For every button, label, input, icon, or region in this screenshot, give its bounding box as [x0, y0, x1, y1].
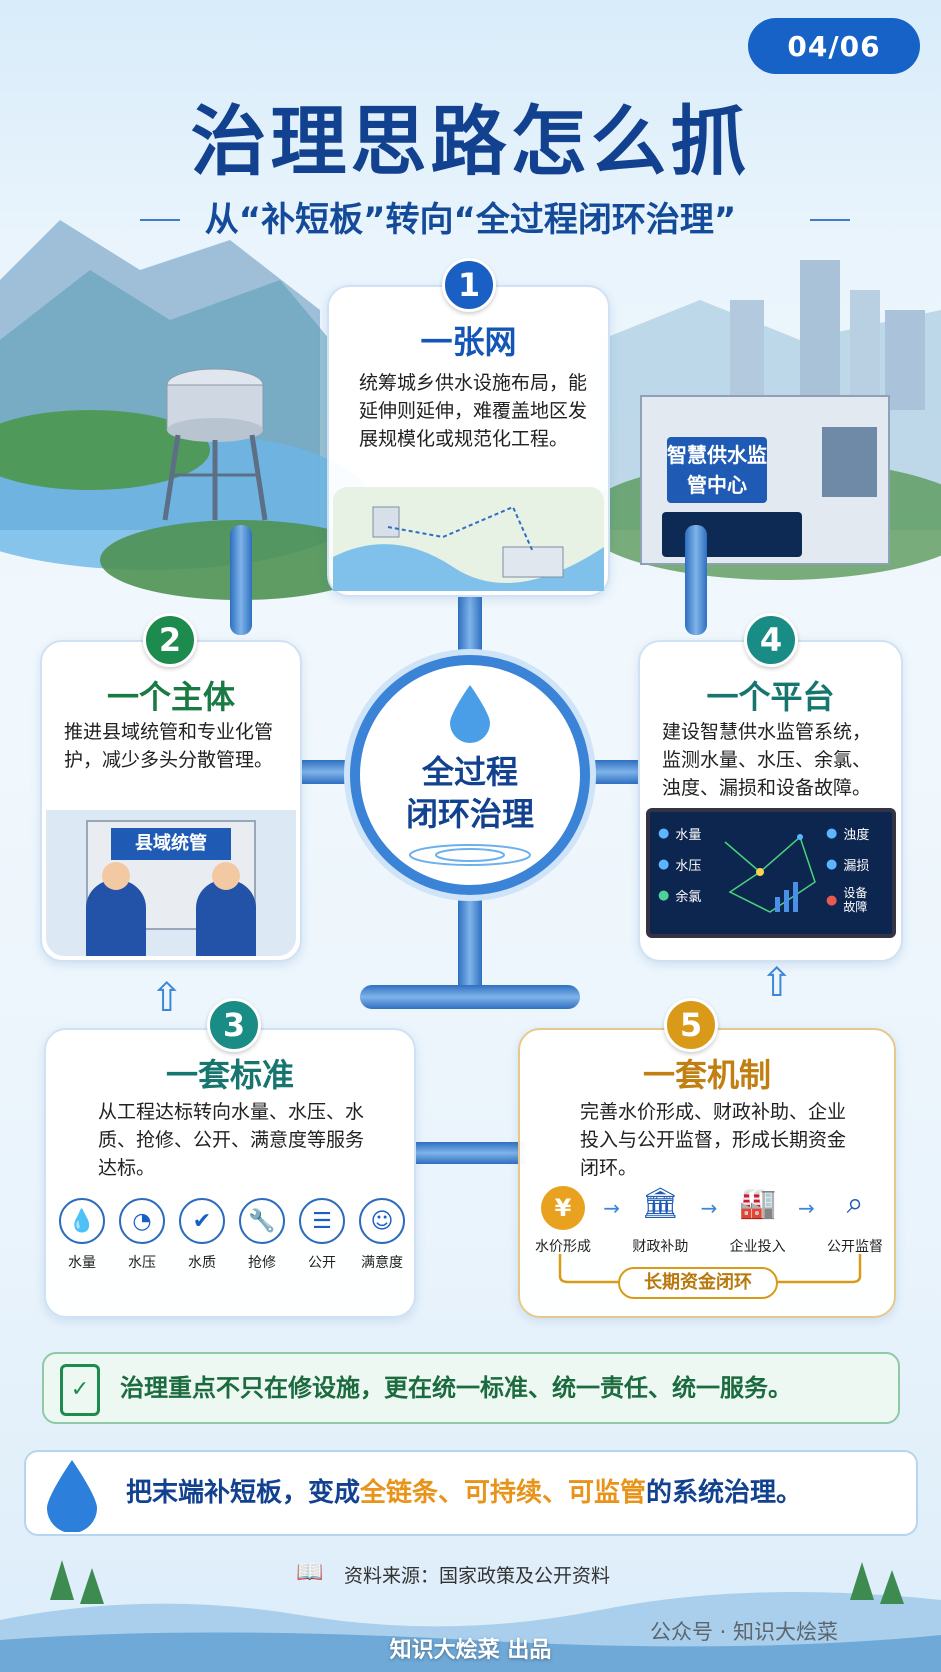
watermark: 公众号 · 知识大烩菜 — [650, 1620, 839, 1644]
arrow-up-icon: ⇧ — [760, 960, 794, 1006]
step-number-badge: 1 — [442, 258, 496, 312]
card-one-mechanism: 一套机制 完善水价形成、财政补助、企业投入与公开监督，形成长期资金闭环。 ¥水价… — [518, 1028, 896, 1318]
magnifier-icon: ⌕ — [846, 1186, 864, 1221]
standard-icons-row: 💧水量 ◔水压 ✔水质 🔧抢修 ☰公开 ☺满意度 — [52, 1198, 408, 1272]
card-description: 统筹城乡供水设施布局，能延伸则延伸，难覆盖地区发展规模化或规范化工程。 — [359, 372, 588, 450]
clipboard-check-icon: ✓ — [60, 1364, 100, 1416]
ripple-icon — [409, 844, 531, 866]
card-title: 一张网 — [420, 323, 517, 361]
arrow-up-icon: ⇧ — [150, 975, 184, 1021]
card-description: 完善水价形成、财政补助、企业投入与公开监督，形成长期资金闭环。 — [580, 1101, 847, 1179]
fund-loop-label: 长期资金闭环 — [618, 1267, 778, 1299]
center-loop-circle: 全过程 闭环治理 — [350, 655, 590, 895]
worker-figure — [196, 880, 256, 956]
page-subtitle: 从“补短板”转向“全过程闭环治理” — [204, 200, 737, 240]
arrow-right-icon: → — [797, 1196, 815, 1220]
card-one-network: 一张网 统筹城乡供水设施布局，能延伸则延伸，难覆盖地区发展规模化或规范化工程。 — [327, 285, 610, 597]
card-description: 建设智慧供水监管系统，监测水量、水压、余氯、浊度、漏损和设备故障。 — [662, 721, 872, 799]
key-point-text: 治理重点不只在修设施，更在统一标准、统一责任、统一服务。 — [120, 1374, 792, 1402]
center-title-line1: 全过程 — [421, 753, 518, 791]
wrench-icon: 🔧 — [239, 1198, 285, 1244]
monitoring-building: 智慧供水监管中心 — [640, 395, 890, 565]
pipe-branch — [360, 985, 580, 1009]
step-number-badge: 3 — [207, 998, 261, 1052]
pipe-center-bottom — [458, 880, 482, 990]
factory-icon: 🏭 — [738, 1186, 777, 1221]
monitor-item: ●漏损 — [826, 857, 870, 874]
pressure-gauge-icon: ◔ — [119, 1198, 165, 1244]
monitor-item: ●设备故障 — [826, 886, 868, 914]
step-number-badge: 2 — [143, 613, 197, 667]
card-title: 一套机制 — [642, 1056, 771, 1094]
pipe-center-right — [580, 760, 640, 784]
water-drop-icon — [450, 685, 490, 743]
monitor-item: ●水压 — [658, 857, 702, 874]
card-one-subject: 一个主体 推进县域统管和专业化管护，减少多头分散管理。 县域统管 — [40, 640, 302, 962]
building-sign: 智慧供水监管中心 — [667, 437, 767, 503]
water-tower-illustration — [162, 368, 268, 521]
pipe-left-top — [230, 525, 252, 635]
county-office-illustration: 县域统管 — [46, 810, 296, 956]
footer-credit: 知识大烩菜 出品 — [389, 1638, 552, 1663]
network-illustration — [333, 487, 604, 591]
summary-text: 把末端补短板，变成全链条、可持续、可监管的系统治理。 — [126, 1478, 803, 1508]
card-description: 推进县域统管和专业化管护，减少多头分散管理。 — [64, 721, 274, 771]
bank-icon: 🏛 — [641, 1186, 680, 1221]
key-point-banner: ✓ 治理重点不只在修设施，更在统一标准、统一责任、统一服务。 — [42, 1352, 900, 1424]
yuan-coin-icon: ¥ — [541, 1186, 585, 1230]
pipe-center-top — [458, 595, 482, 655]
card-title: 一个平台 — [706, 678, 835, 716]
monitor-item: ●余氯 — [658, 888, 702, 905]
shield-check-icon: ✔ — [179, 1198, 225, 1244]
dashboard-monitor: ●水量 ●水压 ●余氯 ●浊度 ●漏损 ●设备故障 — [646, 808, 896, 938]
card-title: 一个主体 — [106, 678, 235, 716]
pipe-right-top — [685, 525, 707, 635]
arrow-right-icon: → — [603, 1196, 621, 1220]
card-one-platform: 一个平台 建设智慧供水监管系统，监测水量、水压、余氯、浊度、漏损和设备故障。 ●… — [638, 640, 903, 962]
step-number-badge: 5 — [664, 998, 718, 1052]
network-map-chart — [724, 834, 816, 913]
document-icon: ☰ — [299, 1198, 345, 1244]
page-badge: 04/06 — [748, 18, 920, 74]
smile-icon: ☺ — [359, 1198, 405, 1244]
building-screen — [662, 512, 802, 557]
pipe-bottom-link — [415, 1142, 525, 1164]
water-drop-icon — [47, 1460, 97, 1532]
water-drop-icon: 💧 — [59, 1198, 105, 1244]
card-description: 从工程达标转向水量、水压、水质、抢修、公开、满意度等服务达标。 — [98, 1101, 365, 1179]
card-one-standard: 一套标准 从工程达标转向水量、水压、水质、抢修、公开、满意度等服务达标。 💧水量… — [44, 1028, 416, 1318]
office-sign: 县域统管 — [111, 828, 231, 860]
book-icon: 📖 — [296, 1560, 324, 1585]
subtitle-line-left — [140, 219, 180, 221]
monitor-item: ●浊度 — [826, 826, 870, 843]
worker-figure — [86, 880, 146, 956]
step-number-badge: 4 — [744, 613, 798, 667]
mechanism-steps: ¥水价形成 → 🏛财政补助 → 🏭企业投入 → ⌕公开监督 — [535, 1186, 883, 1255]
page-title: 治理思路怎么抓 — [190, 97, 751, 186]
source-note: 资料来源：国家政策及公开资料 — [344, 1565, 611, 1587]
subtitle-line-right — [810, 219, 850, 221]
summary-banner: 把末端补短板，变成全链条、可持续、可监管的系统治理。 — [24, 1450, 918, 1536]
center-title-line2: 闭环治理 — [405, 795, 534, 833]
card-title: 一套标准 — [165, 1056, 294, 1094]
monitor-item: ●水量 — [658, 826, 702, 843]
footer-landscape — [0, 1560, 941, 1672]
arrow-right-icon: → — [700, 1196, 718, 1220]
